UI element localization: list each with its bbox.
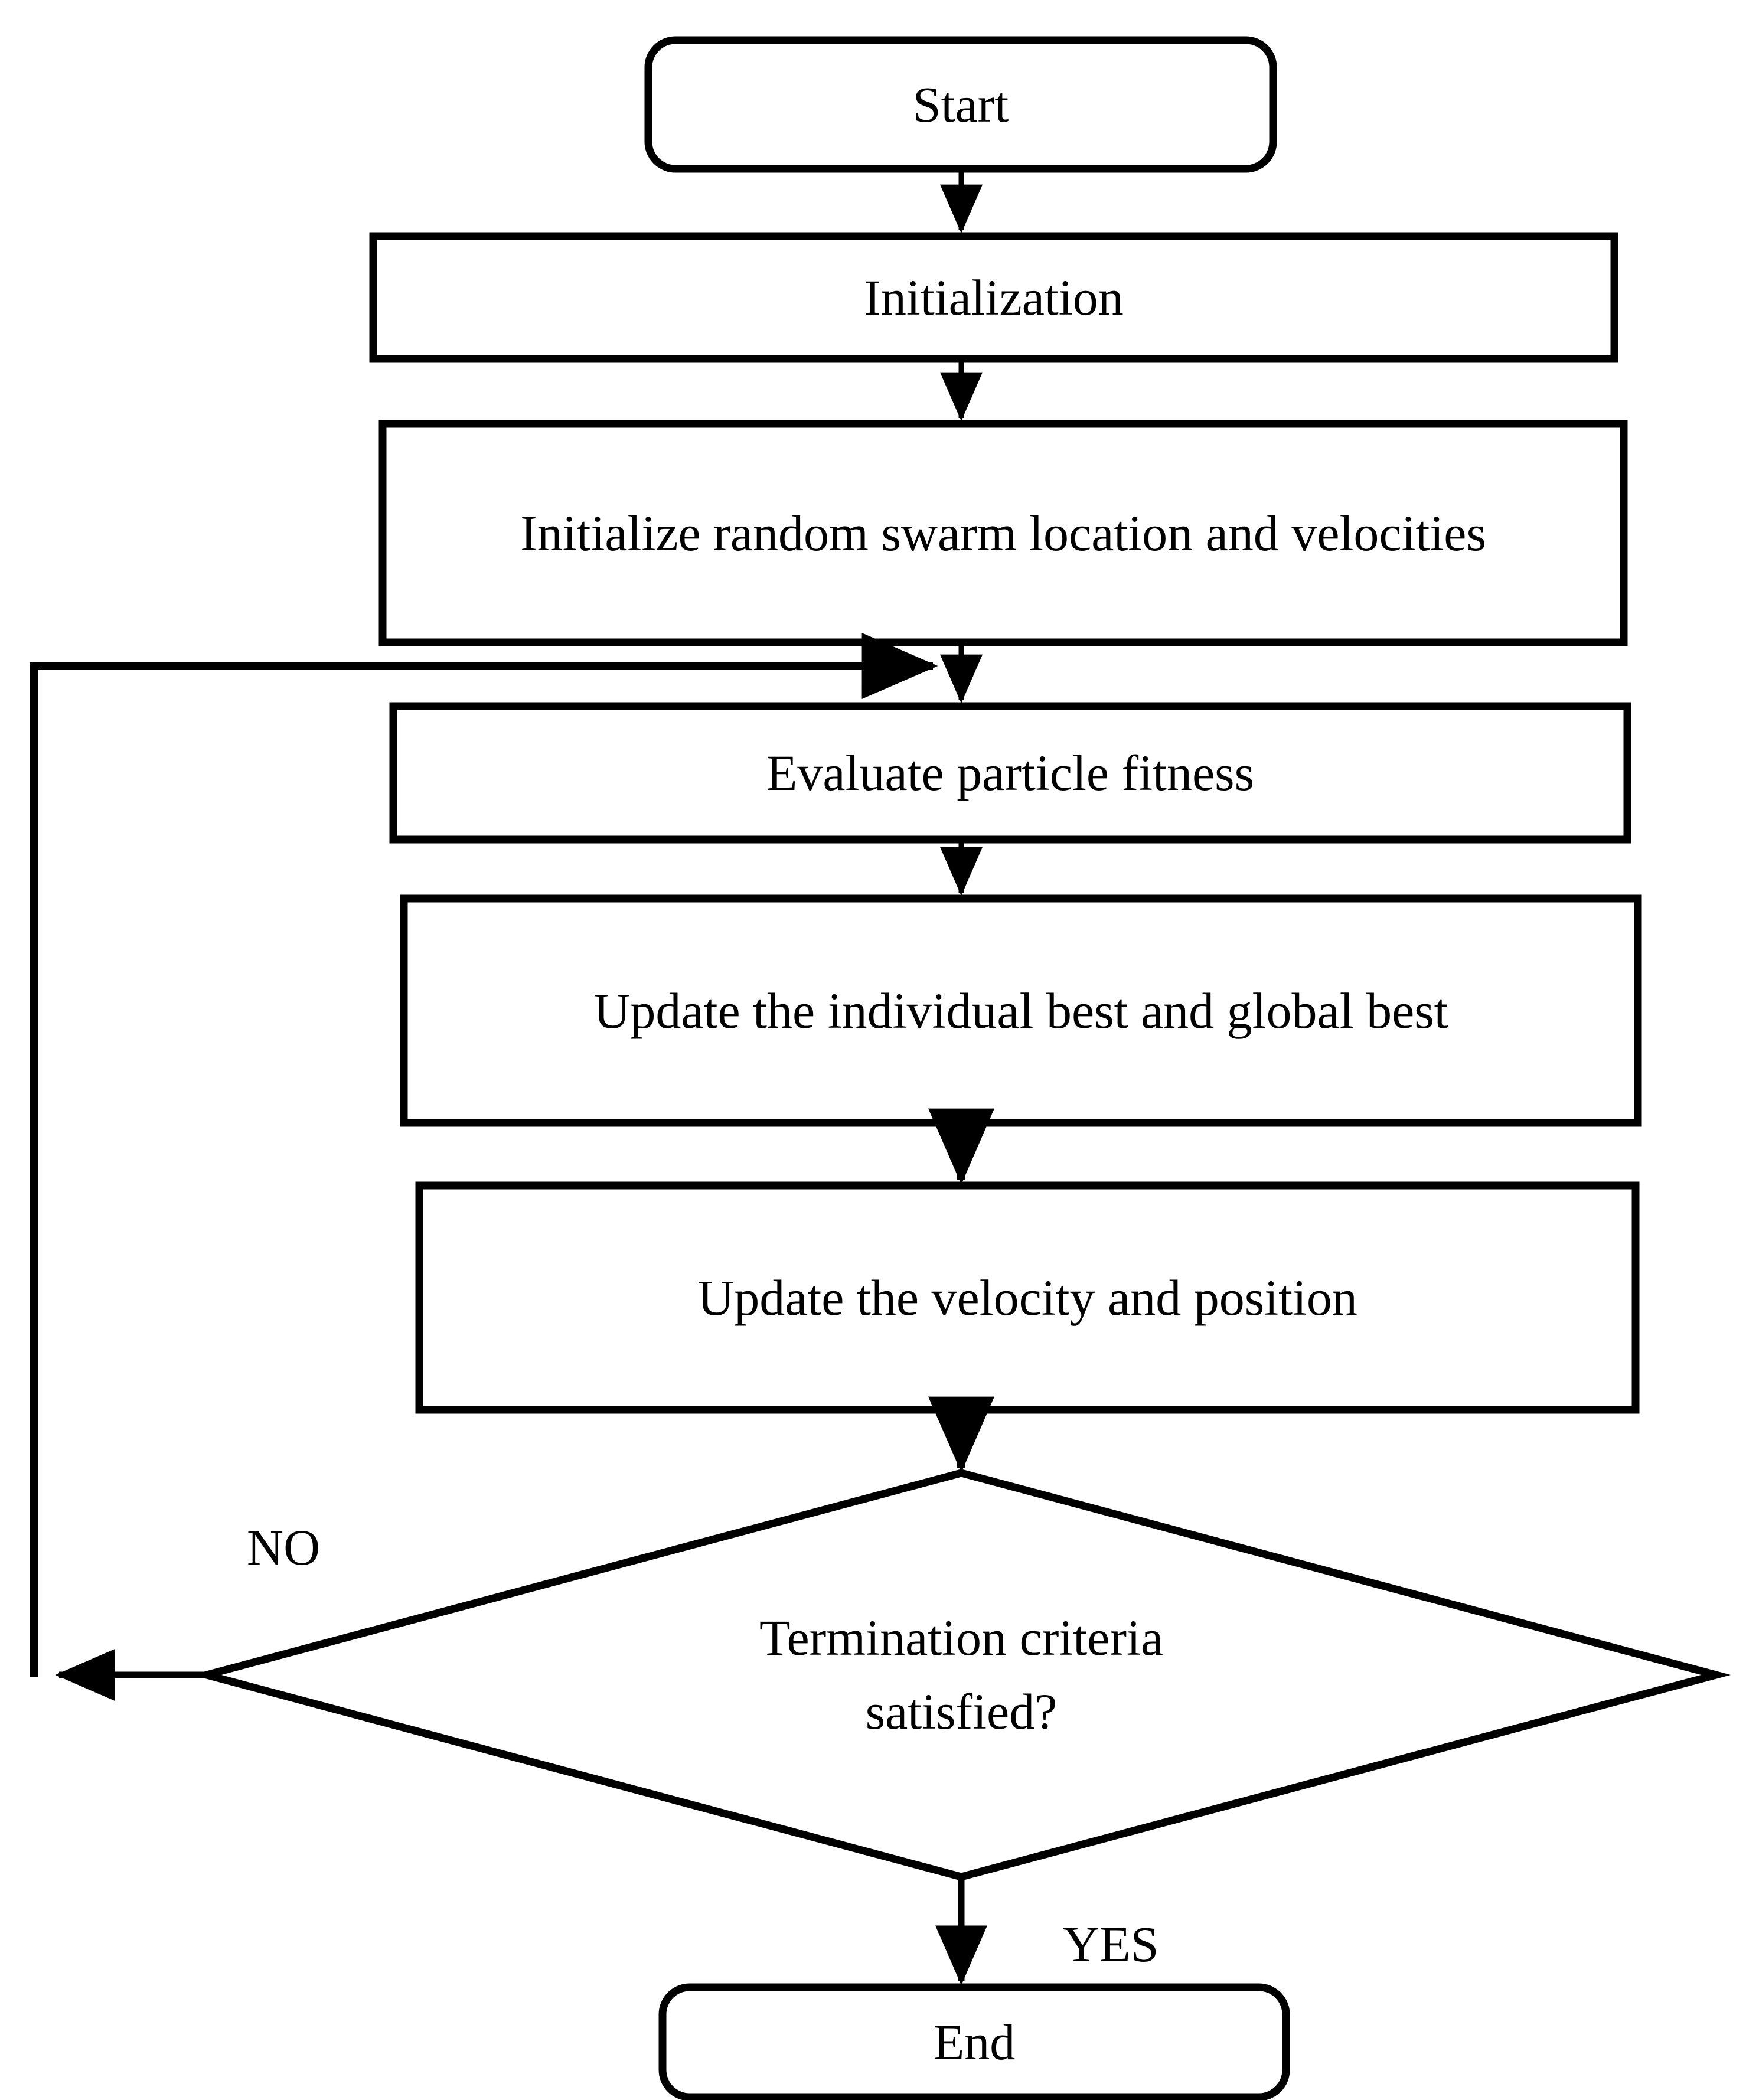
node-initialization-shape: [369, 232, 1618, 363]
node-init-swarm-shape: [378, 420, 1628, 646]
edge-label-yes: YES: [1063, 1916, 1159, 1972]
node-termination-decision-shape: [191, 1469, 1731, 1881]
node-update-best-shape: [400, 894, 1642, 1127]
edge-label-no: NO: [247, 1519, 321, 1576]
node-end-shape: [658, 1983, 1290, 2100]
edge-decision-no-loopback-riser: [30, 633, 938, 1677]
node-update-velocity-shape: [415, 1181, 1640, 1414]
node-evaluate-fitness-shape: [389, 702, 1631, 844]
node-start-shape: [644, 36, 1277, 173]
